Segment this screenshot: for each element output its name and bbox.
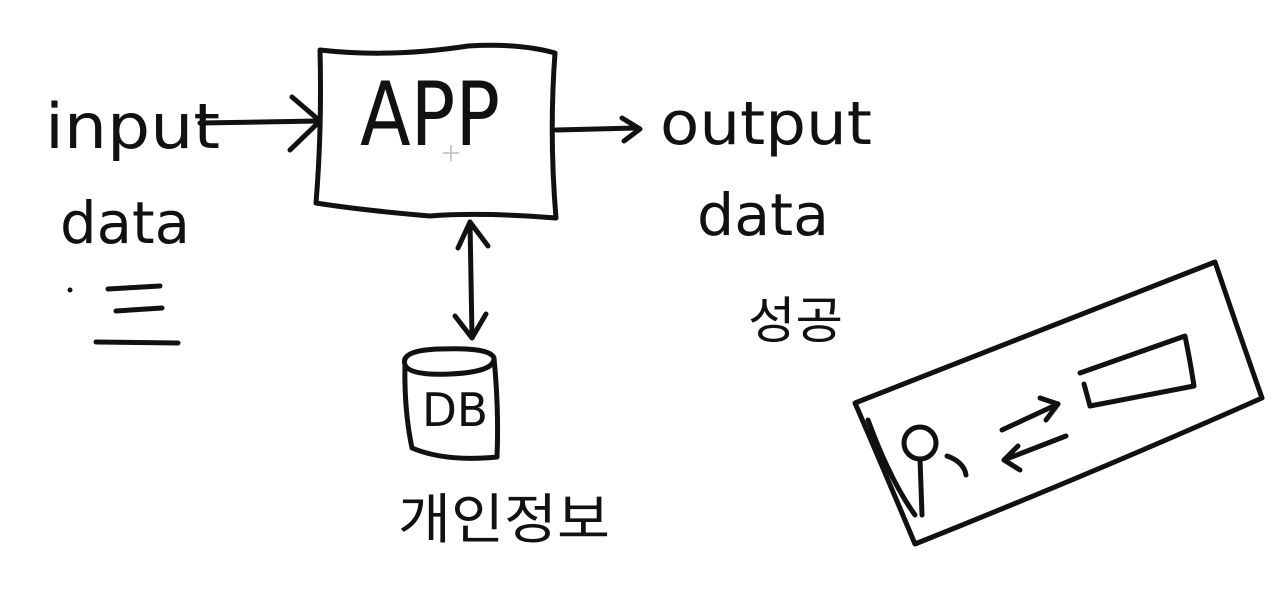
user-person-icon — [865, 417, 969, 518]
output-data-label: data — [697, 181, 829, 249]
app-to-output-arrow — [553, 115, 643, 144]
exchange-arrows-icon — [999, 395, 1069, 473]
input-data-lines-icon — [67, 283, 181, 346]
crosshair-cursor-icon — [443, 145, 459, 161]
input-label: input — [45, 90, 220, 163]
output-label: output — [660, 89, 872, 159]
app-db-bidirectional-arrow — [452, 219, 491, 341]
database-cylinder-icon: DB — [401, 346, 501, 461]
db-caption: 개인정보 — [398, 488, 610, 551]
app-label: APP — [360, 63, 500, 166]
input-data-label: data — [60, 189, 190, 257]
db-label: DB — [422, 383, 488, 437]
success-label: 성공 — [748, 292, 843, 350]
text-field-rectangle — [1077, 333, 1197, 409]
app-box: APP — [313, 42, 559, 221]
device-screen-sketch — [852, 259, 1265, 547]
